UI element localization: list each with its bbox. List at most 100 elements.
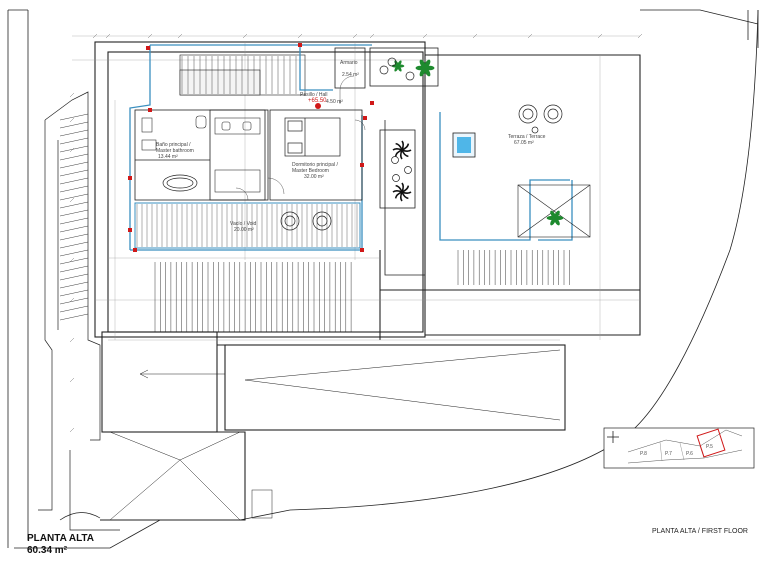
- dimension-tick: [472, 33, 478, 39]
- top-staircase: [179, 54, 306, 96]
- bed-label-en: Master Bedroom: [292, 168, 329, 174]
- grid-column-marker: [146, 46, 150, 50]
- bath-area: 13.44 m²: [158, 154, 178, 160]
- void-hatch: [136, 204, 358, 247]
- site-boundary: [7, 9, 759, 549]
- dimension-tick: [69, 427, 75, 433]
- dimension-tick: [369, 33, 375, 39]
- grid-column-marker: [360, 163, 364, 167]
- key-plot-p7: P.7: [665, 451, 672, 457]
- hall-label: Pasillo / Hall: [300, 92, 328, 98]
- ramp: [109, 349, 561, 521]
- doors: [235, 75, 366, 201]
- stair-tread: [59, 305, 89, 313]
- grid-column-marker: [128, 176, 132, 180]
- stair-tread: [59, 113, 89, 121]
- void-label: Vacío / Void: [230, 221, 257, 227]
- pot-icon: [405, 71, 415, 81]
- void-area: 20.00 m²: [234, 227, 254, 233]
- dimension-tick: [422, 33, 428, 39]
- bed-label-es: Dormitorio principal /: [292, 162, 338, 168]
- terrace-area: 67.05 m²: [514, 140, 534, 146]
- dimension-tick: [69, 257, 75, 263]
- master-bed: [284, 117, 341, 157]
- palm-tree-icon: [392, 140, 412, 160]
- stair-tread: [59, 201, 89, 209]
- terrace-deck: [517, 184, 591, 238]
- terrace-label: Terraza / Terrace: [508, 134, 546, 140]
- level-marker-icon: [315, 103, 321, 109]
- stair-tread: [59, 193, 89, 201]
- dimension-tick: [69, 377, 75, 383]
- plunge-pool: [452, 132, 476, 158]
- pot-icon: [392, 174, 400, 182]
- dimension-tick: [527, 33, 533, 39]
- stair-tread: [59, 257, 89, 265]
- dimension-ticks: [69, 33, 643, 433]
- left-stairs: [59, 113, 89, 321]
- dimension-tick: [105, 33, 111, 39]
- stair-tread: [59, 233, 89, 241]
- bed-area: 32.00 m²: [304, 174, 324, 180]
- plant-icon: [546, 210, 564, 226]
- palm-tree-icon: [392, 182, 412, 202]
- dimension-tick: [297, 33, 303, 39]
- bathroom-fixtures: [141, 115, 261, 193]
- grid-column-marker: [363, 116, 367, 120]
- stair-tread: [59, 137, 89, 145]
- pot-icon: [391, 156, 399, 164]
- hall-area: 4.50 m²: [326, 99, 343, 105]
- pot-icon: [387, 57, 397, 67]
- bath-label-es: Baño principal /: [156, 142, 191, 148]
- dimension-tick: [69, 297, 75, 303]
- level-label: +65.50: [308, 98, 327, 104]
- grid-column-marker: [360, 248, 364, 252]
- dimension-tick: [69, 337, 75, 343]
- stair-tread: [59, 313, 89, 321]
- stair-tread: [59, 249, 89, 257]
- grid-column-marker: [128, 228, 132, 232]
- north-arrow-icon: [607, 431, 619, 443]
- stair-tread: [59, 273, 89, 281]
- stair-tread: [59, 289, 89, 297]
- grid-column-marker: [298, 43, 302, 47]
- grid-lines: [72, 35, 640, 341]
- dimension-tick: [352, 33, 358, 39]
- pot-icon: [404, 166, 412, 174]
- plant-icon: [391, 60, 405, 72]
- bath-label-en: Master bathroom: [156, 148, 194, 154]
- grid-column-marker: [148, 108, 152, 112]
- bathtub-icon: [162, 174, 198, 192]
- key-plot-p6: P.6: [686, 451, 693, 457]
- stair-tread: [59, 185, 89, 193]
- lower-stairs-right: [457, 250, 570, 285]
- stair-tread: [59, 265, 89, 273]
- stair-tread: [59, 217, 89, 225]
- left-terrace: [38, 91, 120, 531]
- dimension-tick: [242, 33, 248, 39]
- dimension-tick: [69, 147, 75, 153]
- stair-tread: [59, 121, 89, 129]
- grid-markers: [128, 43, 374, 252]
- dimension-tick: [92, 33, 98, 39]
- stair-tread: [59, 297, 89, 305]
- plant-icon: [415, 59, 435, 77]
- dimension-tick: [177, 33, 183, 39]
- stair-tread: [59, 145, 89, 153]
- dimension-tick: [69, 117, 75, 123]
- key-plot-p8: P.8: [640, 451, 647, 457]
- dimension-tick: [69, 197, 75, 203]
- stair-tread: [59, 225, 89, 233]
- laundry-label: Armario: [340, 60, 358, 66]
- key-plot-p5: P.5: [706, 444, 713, 450]
- armchair-icon: [280, 104, 563, 231]
- stair-tread: [59, 209, 89, 217]
- stair-tread: [59, 241, 89, 249]
- pot-icon: [379, 65, 389, 75]
- key-plan: P.8 P.7 P.6 P.5: [603, 427, 755, 469]
- plan-area: 60.34 m²: [27, 545, 68, 556]
- dimension-tick: [597, 33, 603, 39]
- stair-tread: [59, 169, 89, 177]
- dimension-tick: [637, 33, 643, 39]
- stair-tread: [59, 129, 89, 137]
